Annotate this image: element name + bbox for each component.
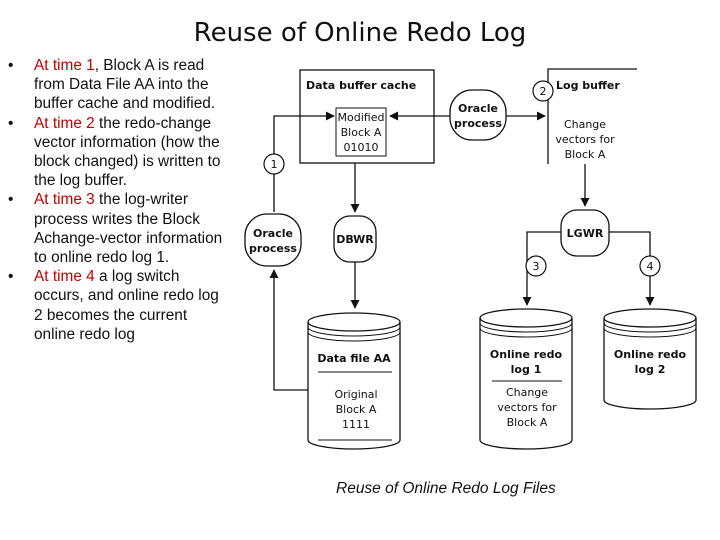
- step-number: 2: [540, 85, 547, 98]
- online-redo-log-2: Online redo log 2: [603, 308, 697, 410]
- log-buffer-label: Log buffer: [556, 79, 620, 92]
- original-block-line: 1111: [342, 418, 370, 431]
- time-label: At time 4: [34, 268, 95, 286]
- oracle-process-label: Oracle: [458, 102, 498, 115]
- data-file-label: Data file AA: [317, 352, 391, 365]
- lgwr-label: LGWR: [567, 227, 604, 240]
- oracle-process-label: Oracle: [253, 227, 293, 240]
- redo-log-1-content: vectors for: [497, 401, 557, 414]
- oracle-process-left: Oracle process: [244, 213, 302, 267]
- original-block-line: Block A: [336, 403, 377, 416]
- arrow-process-to-cache: [273, 111, 335, 212]
- dbwr-label: DBWR: [336, 233, 374, 246]
- time-label: At time 1: [34, 57, 95, 74]
- log-buffer-content-line: Block A: [565, 148, 606, 161]
- arrow-lgwr-to-log1: [522, 231, 561, 306]
- arrow-datafile-to-process: [269, 269, 308, 391]
- step-number: 1: [271, 158, 278, 171]
- online-redo-log-1: Online redo log 1 Change vectors for Blo…: [479, 308, 573, 450]
- lgwr-process: LGWR: [560, 209, 610, 257]
- oracle-process-label: process: [249, 242, 297, 255]
- bullet-text: the log-writer process writes the Block …: [34, 191, 223, 267]
- step-marker-3: 3: [525, 255, 547, 277]
- log-buffer: Log buffer Change vectors for Block A: [547, 68, 637, 164]
- diagram-caption: Reuse of Online Redo Log Files: [336, 480, 556, 497]
- oracle-process-top: Oracle process: [449, 89, 507, 141]
- time-label: At time 2: [34, 114, 95, 132]
- bullet-dot: •: [8, 268, 14, 286]
- bullet-text: a log switch occurs, and online redo log…: [34, 268, 219, 343]
- time-label: At time 3: [34, 191, 95, 209]
- modified-block-line: 01010: [344, 141, 379, 154]
- bullet-time-1: • At time 1, Block A is read from Data Fi…: [8, 56, 230, 114]
- data-file-aa: Data file AA Original Block A 1111: [307, 312, 401, 450]
- bullet-text: the redo-change vector information (how …: [34, 114, 221, 190]
- arrow-lgwr-to-log2: [609, 231, 655, 306]
- step-number: 4: [647, 260, 654, 273]
- redo-log-2-label: log 2: [635, 363, 666, 376]
- bullet-text: , Block A is read from Data File AA into…: [34, 57, 216, 113]
- step-marker-1: 1: [263, 153, 285, 175]
- redo-log-1-content: Change: [506, 386, 548, 399]
- bullet-time-3: • At time 3 the log-writer process writes…: [8, 190, 230, 267]
- step-marker-4: 4: [639, 255, 661, 277]
- log-buffer-content-line: vectors for: [555, 133, 615, 146]
- data-buffer-cache-label: Data buffer cache: [306, 79, 416, 92]
- step-marker-2: 2: [532, 80, 554, 102]
- log-buffer-content-line: Change: [564, 118, 606, 131]
- bullet-list: • At time 1, Block A is read from Data Fi…: [8, 56, 230, 344]
- slide-title: Reuse of Online Redo Log: [193, 18, 527, 48]
- step-number: 3: [533, 260, 540, 273]
- connectors: [269, 111, 655, 391]
- bullet-dot: •: [8, 114, 14, 132]
- bullet-time-4: • At time 4 a log switch occurs, and onl…: [8, 267, 230, 344]
- oracle-process-label: process: [454, 117, 502, 130]
- redo-log-1-label: log 1: [511, 363, 542, 376]
- modified-block-line: Block A: [341, 126, 382, 139]
- bullet-dot: •: [8, 57, 14, 74]
- original-block-line: Original: [334, 388, 377, 401]
- modified-block-line: Modified: [338, 111, 385, 124]
- redo-log-1-content: Block A: [507, 416, 548, 429]
- bullet-dot: •: [8, 191, 14, 209]
- bullet-time-2: • At time 2 the redo-change vector inform…: [8, 114, 230, 191]
- redo-log-2-label: Online redo: [614, 348, 687, 361]
- redo-log-1-label: Online redo: [490, 348, 563, 361]
- dbwr-process: DBWR: [333, 215, 377, 263]
